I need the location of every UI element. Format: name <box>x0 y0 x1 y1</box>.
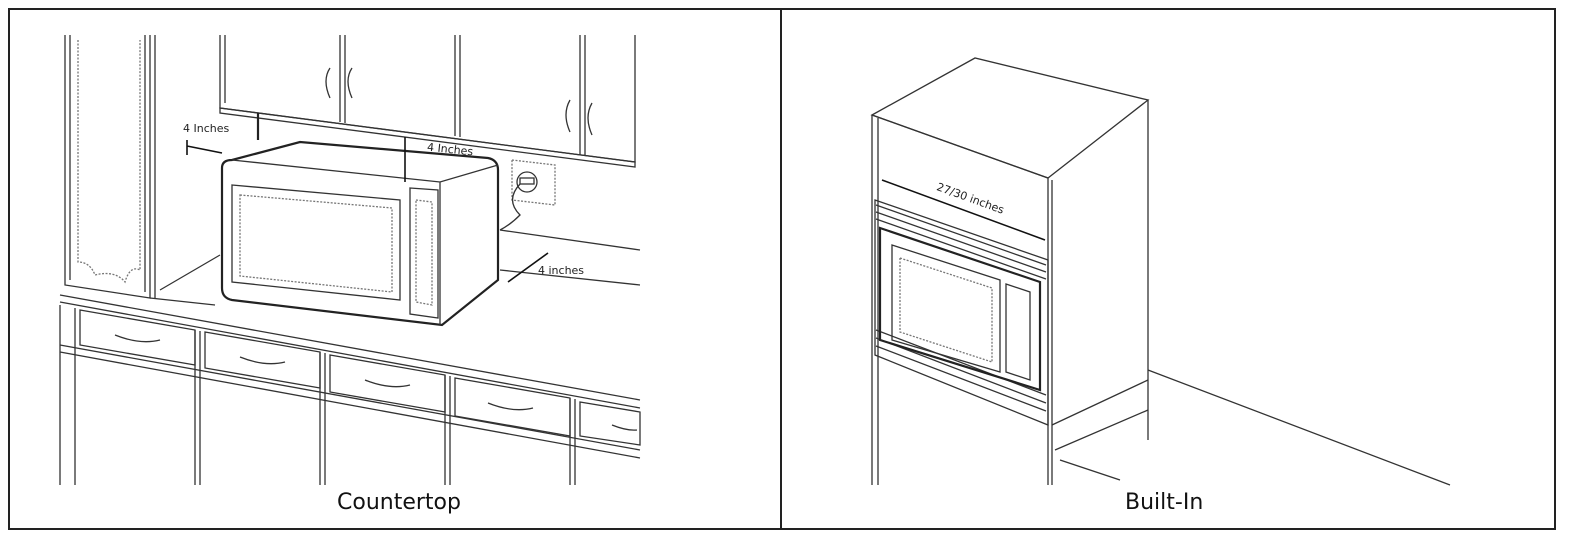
microwave <box>220 140 500 327</box>
tall-cabinet <box>64 35 156 299</box>
countertop-caption: Countertop <box>337 490 461 515</box>
figure-frame <box>8 8 1556 530</box>
back-clearance-arrow <box>507 252 549 283</box>
countertop <box>59 229 641 409</box>
upper-cabinets <box>219 35 636 168</box>
back-clearance-label: 4 inches <box>538 264 585 277</box>
wall-outlet <box>499 159 556 231</box>
lower-cabinets <box>59 305 641 485</box>
built-in-cabinet <box>870 57 1451 486</box>
built-in-caption: Built-In <box>1125 490 1204 515</box>
side-clearance-label: 4 Inches <box>183 122 230 135</box>
panel-divider <box>780 8 782 530</box>
side-clearance-arrow <box>186 140 223 155</box>
width-dimension-arrow <box>881 179 1046 241</box>
